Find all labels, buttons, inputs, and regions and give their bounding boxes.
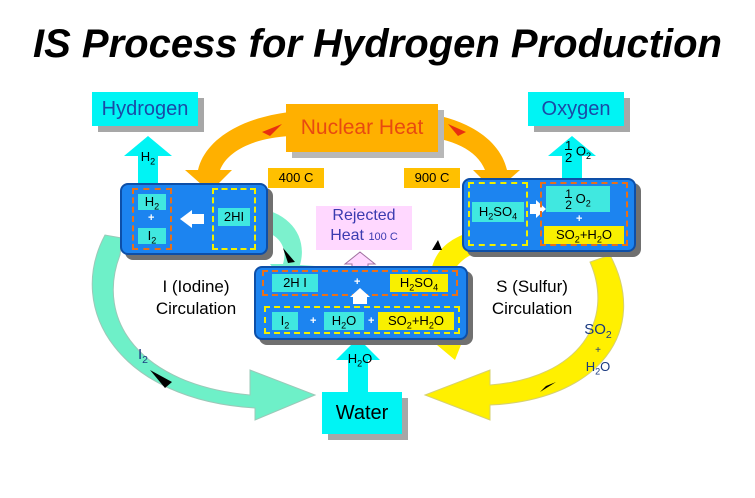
- center-so2h2o-chip: SO2+H2O: [378, 312, 454, 331]
- center-h2so4-chip: H2SO4: [390, 274, 448, 293]
- left-white-arrow: [180, 210, 192, 228]
- water-in-arrow: [336, 338, 380, 395]
- center-plus: +: [354, 276, 361, 288]
- rejected-heat-line2: Heat 100 C: [330, 227, 398, 244]
- right-plus: +: [576, 213, 583, 225]
- left-products-frame: [132, 188, 172, 250]
- red-arrow-right: [448, 124, 466, 136]
- hydrogen-up-arrow: [124, 136, 172, 186]
- nuclear-arrow-right: [418, 112, 520, 192]
- left-h2-chip: H2: [138, 194, 166, 212]
- oxygen-up-arrow: [548, 136, 596, 186]
- hydrogen-out-formula: H2: [140, 149, 156, 167]
- page-title: IS Process for Hydrogen Production: [32, 22, 722, 66]
- hydrogen-label: Hydrogen: [101, 98, 189, 120]
- center-plus-2: +: [310, 315, 317, 327]
- sulfur-loop-formula: SO2 + H2O: [584, 321, 612, 377]
- iodine-circulation-label: I (Iodine) Circulation: [155, 277, 237, 318]
- sulfur-loop: [423, 254, 625, 421]
- left-hi-frame: [212, 188, 256, 250]
- left-plus: +: [148, 212, 155, 224]
- center-h2o-chip: H2O: [324, 312, 364, 331]
- right-so2h2o-chip: SO2+H2O: [544, 226, 624, 245]
- oxygen-box: Oxygen: [528, 92, 624, 126]
- left-i2-chip: I2: [138, 228, 166, 246]
- right-h2so4-frame: [468, 182, 528, 246]
- black-arrow-1: [283, 248, 295, 263]
- temp-left-badge: 400 C: [268, 168, 324, 188]
- black-arrow-4: [540, 382, 556, 392]
- rejected-heat-box: Rejected Heat 100 C: [316, 206, 412, 250]
- black-arrow-3: [432, 240, 442, 250]
- right-products-frame: [540, 182, 628, 246]
- center-bottom-frame: [264, 306, 460, 334]
- left-hi-chip: 2HI: [218, 208, 250, 226]
- center-white-arrow: [350, 288, 370, 297]
- center-plus-3: +: [368, 315, 375, 327]
- water-box: Water: [322, 392, 402, 434]
- center-hi-chip: 2H I: [272, 274, 318, 292]
- black-arrow-2: [150, 370, 172, 388]
- red-arrow-left: [262, 124, 282, 136]
- rejected-heat-line1: Rejected: [332, 207, 396, 224]
- nuclear-heat-box: Nuclear Heat: [286, 104, 438, 152]
- iodine-loop-formula: I2: [137, 346, 148, 366]
- iodine-loop: [91, 234, 317, 421]
- temp-right-badge: 900 C: [404, 168, 460, 188]
- nuclear-heat-label: Nuclear Heat: [300, 116, 424, 139]
- center-i2-chip: I2: [272, 312, 298, 331]
- right-h2so4-chip: H2SO4: [472, 202, 524, 222]
- oxygen-label: Oxygen: [541, 98, 611, 120]
- hydrogen-box: Hydrogen: [92, 92, 198, 126]
- sulfur-circulation-label: S (Sulfur) Circulation: [491, 277, 573, 318]
- water-label: Water: [335, 402, 389, 424]
- water-in-formula: H2O: [347, 351, 373, 369]
